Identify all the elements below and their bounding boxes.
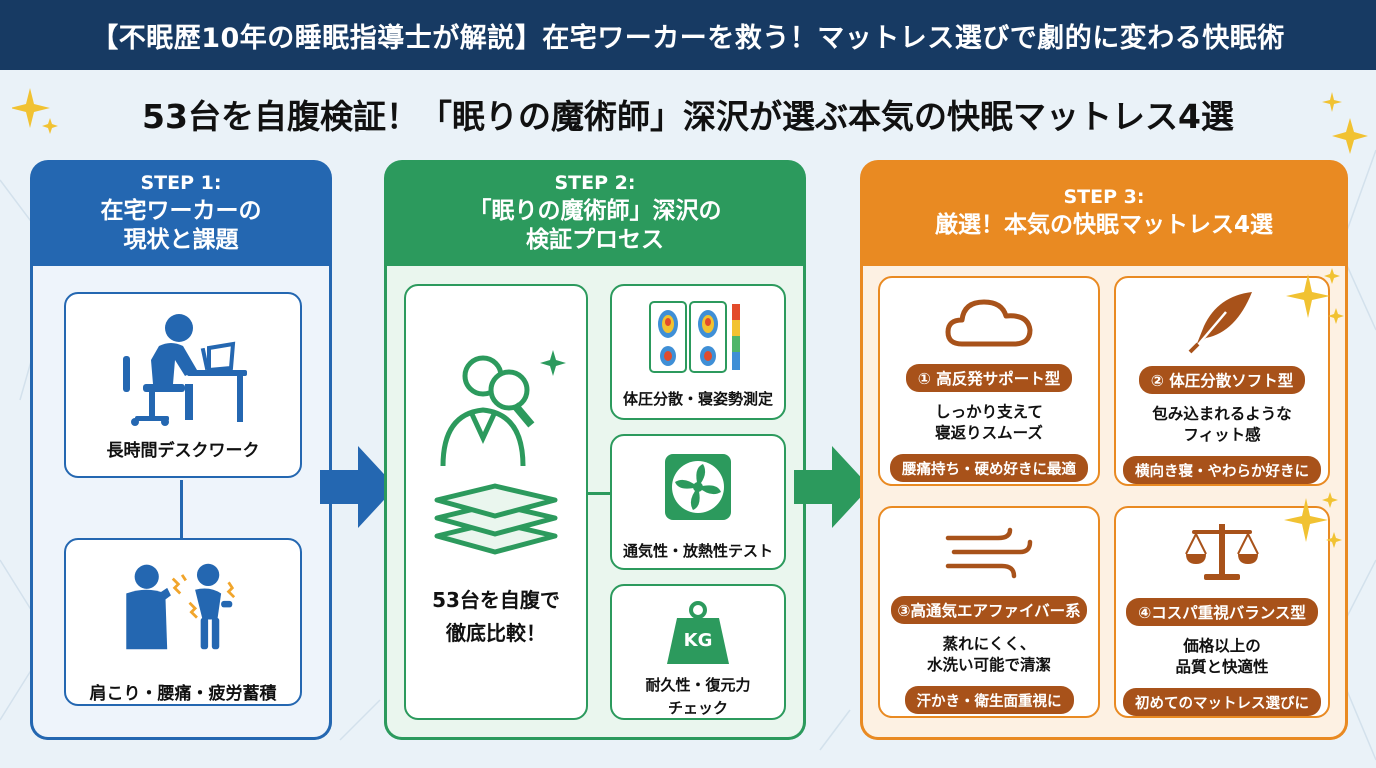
product-tag-1: 腰痛持ち・硬め好きに最適 [890, 454, 1088, 482]
product-desc-2-line1: 包み込まれるような [1152, 405, 1292, 423]
product-desc-1-line1: しっかり支えて [935, 403, 1043, 421]
product-name-3: ③高通気エアファイバー系 [891, 596, 1087, 624]
ventilation-test-card: 通気性・放熱性テスト [610, 434, 786, 570]
cloud-icon [945, 299, 1033, 347]
durability-test-label-line1: 耐久性・復元力 [645, 676, 751, 694]
step2-header: STEP 2: 「眠りの魔術師」深沢の 検証プロセス [384, 160, 806, 266]
product-card-1: ① 高反発サポート型 しっかり支えて 寝返りスムーズ 腰痛持ち・硬め好きに最適 [878, 276, 1100, 486]
product-desc-3-line1: 蒸れにくく、 [942, 635, 1036, 653]
page-subtitle: 53台を自腹検証！「眠りの魔術師」深沢が選ぶ本気の快眠マットレス4選 [0, 86, 1376, 142]
body-pain-label: 肩こり・腰痛・疲労蓄積 [89, 684, 277, 704]
product-name-2: ② 体圧分散ソフト型 [1138, 366, 1306, 394]
product-desc-3-line2: 水洗い可能で清潔 [926, 656, 1051, 674]
desk-work-label: 長時間デスクワーク [106, 441, 260, 461]
weight-icon: KG [663, 600, 733, 666]
step2-title-line1: 「眠りの魔術師」深沢の [468, 197, 722, 224]
body-pain-icon [126, 563, 236, 650]
pressure-test-label: 体圧分散・寝姿勢測定 [622, 390, 773, 408]
inspection-label-line1: 53台を自腹で [432, 588, 560, 612]
product-card-3: ③高通気エアファイバー系 蒸れにくく、 水洗い可能で清潔 汗かき・衛生面重視に [878, 506, 1100, 718]
arrow-right-icon [794, 446, 870, 528]
feather-icon [1188, 292, 1252, 354]
sparkle-icon [1286, 268, 1344, 324]
header-title: 【不眠歴10年の睡眠指導士が解説】在宅ワーカーを救う！マットレス選びで劇的に変わ… [91, 22, 1285, 54]
step2-connector [588, 492, 612, 495]
product-card-2: ② 体圧分散ソフト型 包み込まれるような フィット感 横向き寝・やわらか好きに [1114, 276, 1330, 486]
wind-icon [945, 527, 1033, 579]
subtitle-text: 53台を自腹検証！「眠りの魔術師」深沢が選ぶ本気の快眠マットレス4選 [142, 97, 1234, 136]
pressure-test-card: 体圧分散・寝姿勢測定 [610, 284, 786, 420]
header-title-bar: 【不眠歴10年の睡眠指導士が解説】在宅ワーカーを救う！マットレス選びで劇的に変わ… [0, 0, 1376, 70]
step1-title-line2: 現状と課題 [123, 226, 239, 253]
product-name-4: ④コスパ重視バランス型 [1126, 598, 1318, 626]
product-tag-2: 横向き寝・やわらか好きに [1123, 456, 1321, 484]
product-tag-4: 初めてのマットレス選びに [1123, 688, 1321, 716]
weight-icon-text: KG [683, 630, 713, 651]
inspection-main-card: 53台を自腹で 徹底比較！ [404, 284, 588, 720]
ventilation-test-label: 通気性・放熱性テスト [622, 542, 773, 560]
durability-test-card: KG 耐久性・復元力 チェック [610, 584, 786, 720]
step1-connector [180, 480, 183, 538]
pressure-map-icon [649, 301, 740, 373]
inspection-label-line2: 徹底比較！ [446, 621, 546, 645]
product-desc-2-line2: フィット感 [1183, 426, 1261, 444]
inspector-icon [440, 350, 566, 467]
mattress-stack-icon [434, 483, 558, 555]
product-card-4: ④コスパ重視バランス型 価格以上の 品質と快適性 初めてのマットレス選びに [1114, 506, 1330, 718]
desk-work-card: 長時間デスクワーク [64, 292, 302, 478]
body-pain-card: 肩こり・腰痛・疲労蓄積 [64, 538, 302, 706]
sparkle-icon [1284, 492, 1342, 548]
desk-worker-icon [123, 314, 247, 426]
scale-icon [1185, 524, 1259, 580]
step3-title: 厳選！本気の快眠マットレス4選 [934, 212, 1273, 238]
arrow-right-icon [320, 446, 396, 528]
durability-test-label-line2: チェック [667, 699, 728, 717]
step2-label: STEP 2: [554, 171, 636, 194]
sparkle-icon [1322, 92, 1368, 154]
product-name-1: ① 高反発サポート型 [905, 364, 1073, 392]
sparkle-icon [12, 88, 58, 134]
product-desc-4-line1: 価格以上の [1183, 637, 1261, 655]
fan-icon [665, 454, 731, 520]
step3-label: STEP 3: [1063, 186, 1145, 208]
product-tag-3: 汗かき・衛生面重視に [904, 686, 1074, 714]
step2-title-line2: 検証プロセス [526, 226, 664, 253]
product-desc-4-line2: 品質と快適性 [1175, 658, 1269, 676]
step1-header: STEP 1: 在宅ワーカーの 現状と課題 [30, 160, 332, 266]
step3-header: STEP 3: 厳選！本気の快眠マットレス4選 [860, 160, 1348, 266]
product-desc-1-line2: 寝返りスムーズ [935, 424, 1043, 442]
step1-title-line1: 在宅ワーカーの [100, 197, 262, 224]
step1-label: STEP 1: [140, 171, 222, 194]
